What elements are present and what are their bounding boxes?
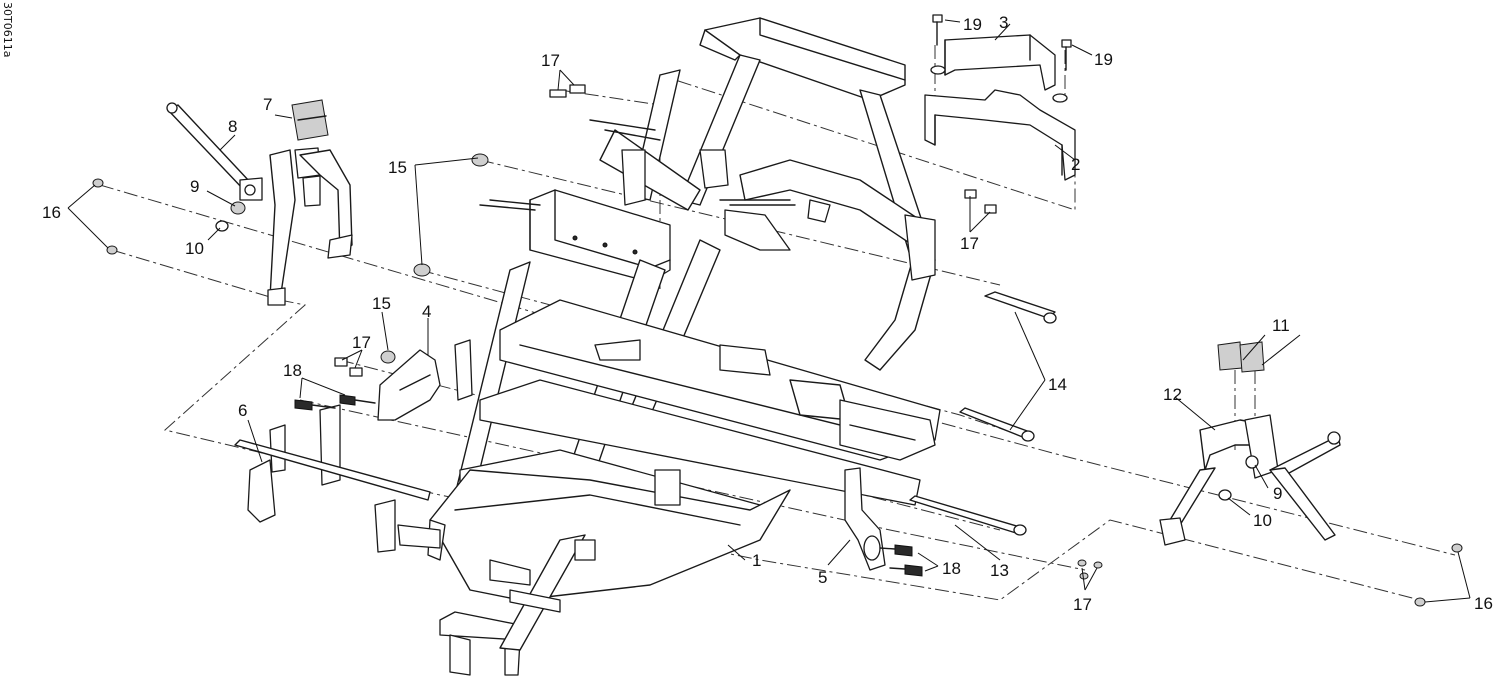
callout-4: 4 xyxy=(422,302,431,321)
callout-19a: 19 xyxy=(963,15,982,34)
main-frame xyxy=(427,17,941,676)
callout-17c: 17 xyxy=(352,333,371,352)
callout-12: 12 xyxy=(1163,385,1182,404)
callout-9b: 9 xyxy=(1273,484,1282,503)
callout-7: 7 xyxy=(263,95,272,114)
callout-18a: 18 xyxy=(283,361,302,380)
callout-2: 2 xyxy=(1071,155,1080,174)
part-5-bracket xyxy=(844,467,886,571)
callout-17a: 17 xyxy=(541,51,560,70)
fasteners xyxy=(92,14,1463,607)
callout-16a: 16 xyxy=(42,203,61,222)
callout-19b: 19 xyxy=(1094,50,1113,69)
shafts xyxy=(909,291,1057,536)
part-4-bracket xyxy=(377,339,473,421)
callout-1: 1 xyxy=(752,551,761,570)
callout-11: 11 xyxy=(1272,316,1290,335)
callout-6: 6 xyxy=(238,401,247,420)
callout-15b: 15 xyxy=(372,294,391,313)
part-2-lower-bracket xyxy=(924,89,1076,181)
callout-labels: 1 2 3 4 5 6 7 8 9 9 10 10 11 12 13 14 15… xyxy=(42,13,1493,614)
drawing-code: 30T0611a xyxy=(1,2,14,57)
callout-3: 3 xyxy=(999,13,1008,32)
part-6-bracket xyxy=(234,404,441,553)
callout-10b: 10 xyxy=(1253,511,1272,530)
callout-15a: 15 xyxy=(388,158,407,177)
callout-17d: 17 xyxy=(1073,595,1092,614)
part-3-upper-bracket xyxy=(930,34,1068,103)
callout-18b: 18 xyxy=(942,559,961,578)
callout-17b: 17 xyxy=(960,234,979,253)
callout-10a: 10 xyxy=(185,239,204,258)
right-arm-assembly xyxy=(1159,341,1341,546)
callout-13: 13 xyxy=(990,561,1009,580)
callout-16b: 16 xyxy=(1474,594,1493,613)
callout-8: 8 xyxy=(228,117,237,136)
callout-9a: 9 xyxy=(190,177,199,196)
left-arm-assembly xyxy=(166,99,353,306)
leader-lines xyxy=(67,19,1471,603)
callout-5: 5 xyxy=(818,568,827,587)
callout-14: 14 xyxy=(1048,375,1067,394)
